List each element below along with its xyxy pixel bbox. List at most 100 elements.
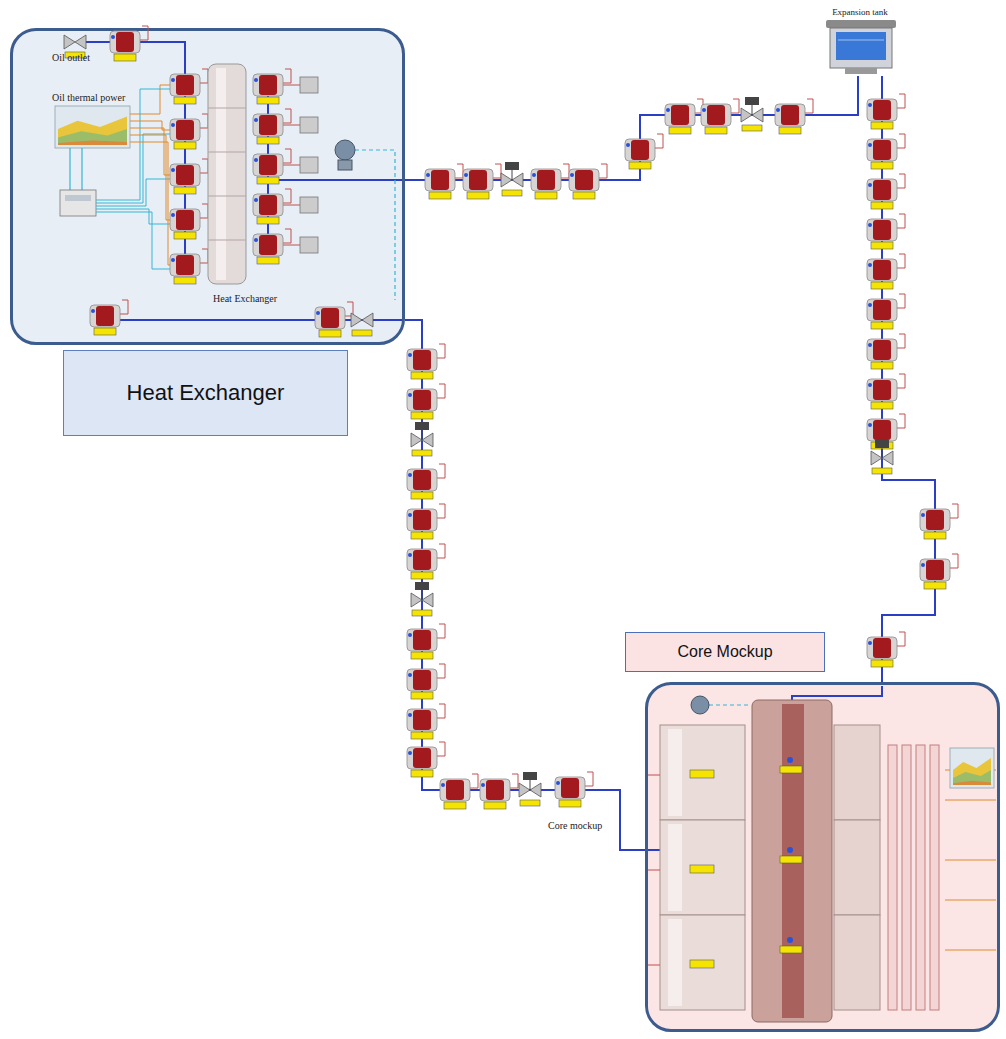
tag-plate	[742, 125, 762, 131]
pipe	[86, 42, 185, 265]
tag-plate	[690, 770, 714, 778]
icon-core	[116, 32, 134, 52]
tag-plate	[780, 766, 802, 773]
annulus-vessel	[834, 725, 880, 820]
valve-actuator	[505, 162, 519, 170]
signal-wire	[130, 128, 170, 175]
sensor-block	[300, 117, 318, 133]
tag-plate	[257, 177, 279, 184]
icon-body	[463, 169, 493, 191]
icon-body	[867, 299, 897, 321]
heater-icon	[407, 544, 445, 579]
heater-icon	[170, 204, 208, 239]
icon-body	[407, 629, 437, 651]
tag-plate	[319, 330, 341, 337]
icon-core	[781, 105, 799, 125]
tank-node: Expansion tank	[815, 4, 905, 76]
level-line	[838, 40, 884, 41]
icon-body	[315, 307, 345, 329]
icon-body	[407, 549, 437, 571]
heater-icon	[625, 134, 663, 169]
icon-core	[413, 710, 431, 730]
heater-icon	[90, 300, 128, 335]
tag-plate	[520, 800, 540, 806]
leader-line	[437, 464, 445, 478]
tag-plate	[690, 960, 714, 968]
icon-port	[171, 258, 175, 262]
icon-body	[407, 509, 437, 531]
icon-body	[867, 219, 897, 241]
tag-plate	[669, 127, 691, 134]
heater-icon	[665, 99, 703, 134]
heater-icon	[701, 99, 739, 134]
icon-core	[413, 748, 431, 768]
tag-plate	[174, 277, 196, 284]
leader-line	[897, 174, 905, 188]
icon-core	[926, 560, 944, 580]
icon-core	[321, 308, 339, 328]
shell-joint	[208, 196, 246, 197]
signal-wire	[945, 860, 996, 861]
heater-tube	[930, 745, 939, 1010]
icon-port	[868, 103, 872, 107]
shell-joint	[208, 240, 246, 241]
icon-core	[873, 100, 891, 120]
heater-icon	[867, 294, 905, 329]
heater-icon	[480, 774, 518, 809]
valve-actuator	[875, 440, 889, 448]
leader-line	[950, 554, 958, 568]
heater-icon	[867, 414, 905, 449]
icon-core	[413, 510, 431, 530]
heater-tube	[888, 745, 897, 1010]
heater-tube	[916, 745, 925, 1010]
callout-title: Heat Exchanger	[127, 380, 285, 406]
valve-actuator	[415, 422, 429, 430]
icon-port	[171, 168, 175, 172]
core-rod	[782, 704, 804, 1018]
tag-plate	[174, 97, 196, 104]
heater-icon	[407, 742, 445, 777]
leader-line	[470, 774, 478, 788]
tag-plate	[174, 142, 196, 149]
icon-body	[425, 169, 455, 191]
vessel-highlight	[668, 824, 682, 911]
annulus-vessel	[834, 915, 880, 1010]
icon-body	[170, 164, 200, 186]
annulus-vessel	[834, 820, 880, 915]
leader-line	[897, 374, 905, 388]
heater-icon	[463, 164, 501, 199]
pipe-connector	[405, 320, 645, 850]
icon-core	[413, 670, 431, 690]
tank-cap	[826, 20, 896, 28]
tag-plate	[411, 412, 433, 419]
icon-port	[171, 123, 175, 127]
heater-icon	[170, 69, 208, 104]
valve-stem	[422, 590, 423, 600]
icon-body	[867, 379, 897, 401]
valve-symbol	[411, 422, 433, 456]
section-caption: Heat Exchanger	[213, 293, 277, 305]
icon-port	[868, 383, 872, 387]
pipe-connector	[405, 76, 858, 180]
icon-core	[413, 350, 431, 370]
icon-core	[259, 155, 277, 175]
icon-core	[446, 780, 464, 800]
tag-plate	[780, 946, 802, 953]
icon-port	[171, 213, 175, 217]
icon-port	[702, 108, 706, 112]
heater-icon	[867, 254, 905, 289]
icon-port	[408, 513, 412, 517]
leader-line	[140, 26, 148, 40]
tag-plate	[871, 122, 893, 129]
heater-icon	[170, 114, 208, 149]
leader-line	[200, 159, 208, 173]
signal-wire	[130, 121, 170, 130]
icon-port	[408, 393, 412, 397]
tag-plate	[444, 802, 466, 809]
leader-line	[283, 245, 300, 246]
icon-body	[253, 154, 283, 176]
tag-plate	[559, 800, 581, 807]
icon-core	[469, 170, 487, 190]
icon-core	[259, 75, 277, 95]
tag-plate	[412, 450, 432, 456]
